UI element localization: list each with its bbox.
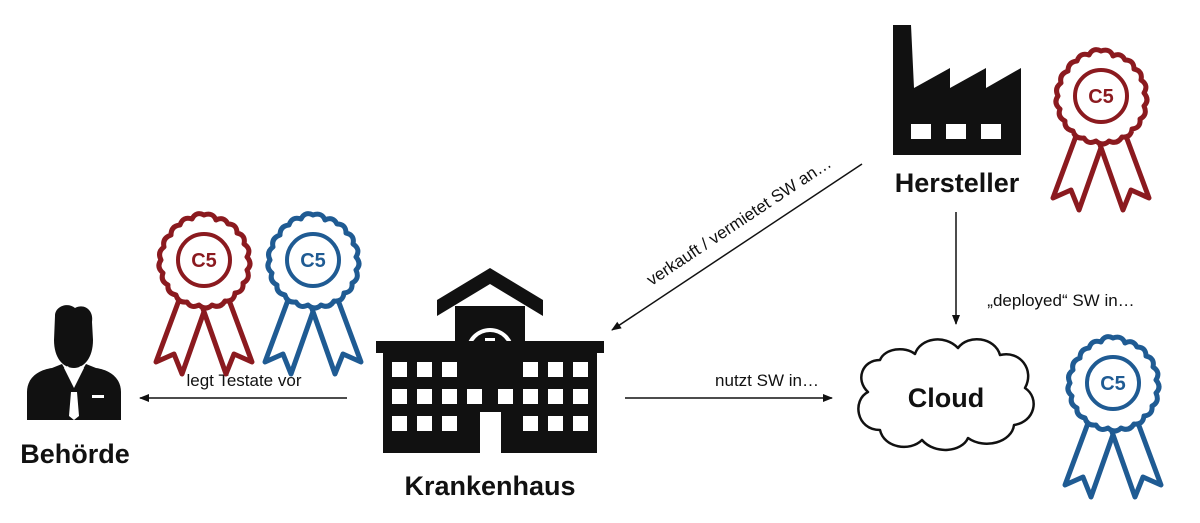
cloud-icon [857, 338, 1035, 452]
c5-badge-blue-authority: C5 [265, 214, 361, 374]
person-suit-icon [27, 305, 121, 420]
badge-label: C5 [191, 250, 217, 272]
cloud-label: Cloud [908, 383, 984, 413]
manufacturer-label: Hersteller [895, 168, 1020, 198]
factory-icon [893, 25, 1021, 155]
authority-label: Behörde [20, 439, 130, 469]
c5-badge-red-authority: C5 [156, 214, 252, 374]
hospital-building-icon [376, 268, 604, 453]
badge-label: C5 [300, 250, 326, 272]
edge-label-deployed: „deployed“ SW in… [987, 291, 1134, 310]
hospital-label: Krankenhaus [404, 471, 575, 501]
c5-badge-blue-cloud: C5 [1065, 337, 1161, 497]
edge-manufacturer-to-hospital [611, 163, 863, 331]
edge-label-nutzt: nutzt SW in… [715, 371, 819, 390]
badge-label: C5 [1088, 86, 1114, 108]
badge-label: C5 [1100, 373, 1126, 395]
edge-label-verkauft: verkauft / vermietet SW an… [643, 153, 835, 289]
edge-label-testate: legt Testate vor [187, 371, 302, 390]
c5-badge-red-manufacturer: C5 [1053, 50, 1149, 210]
